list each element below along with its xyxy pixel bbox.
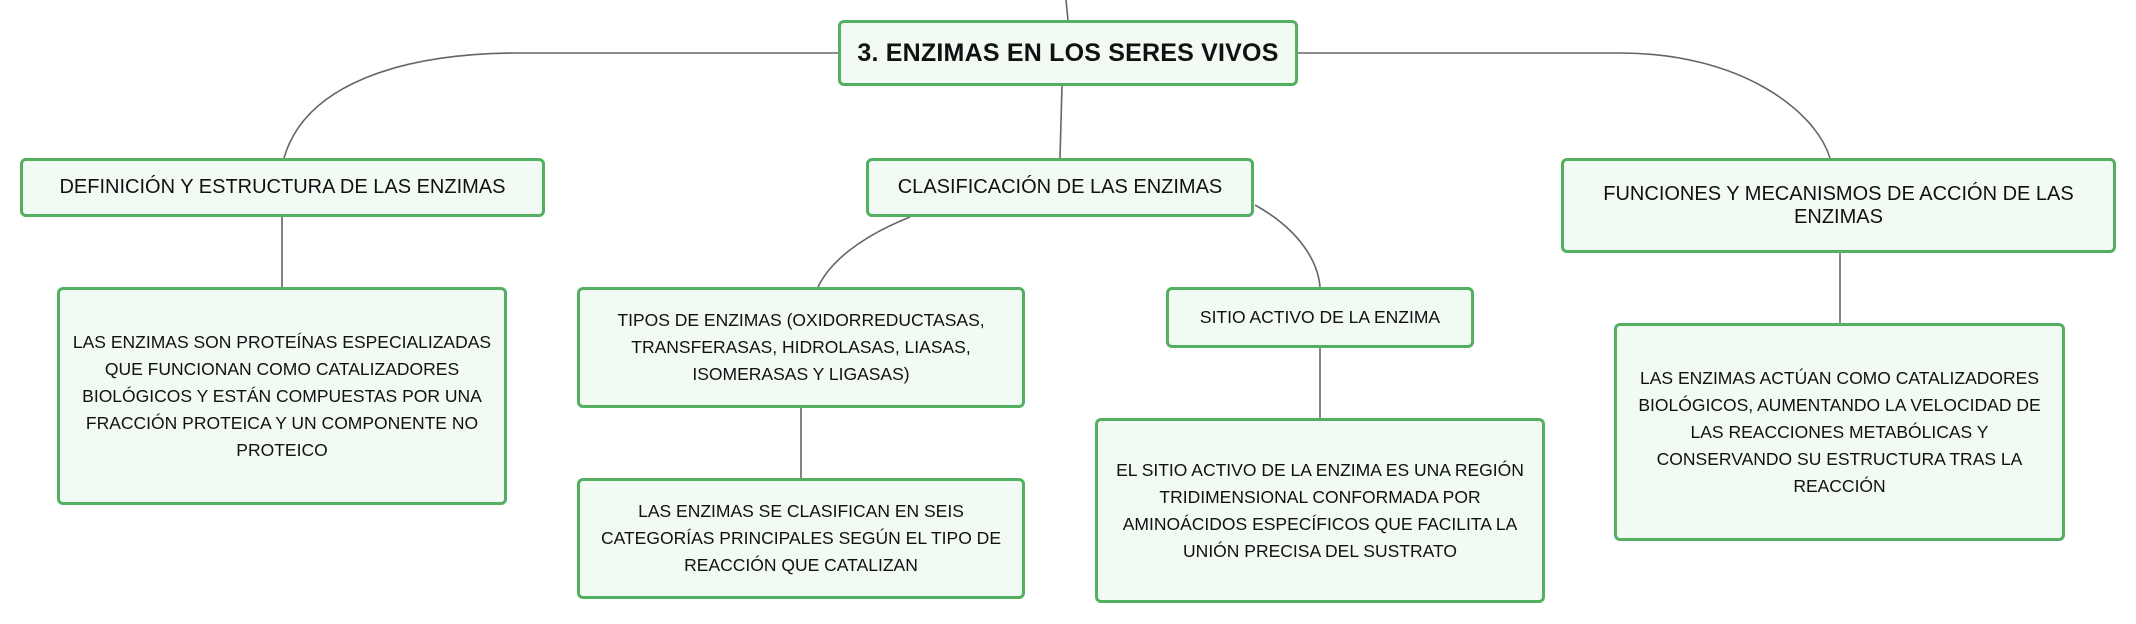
clasificacion-node[interactable]: CLASIFICACIÓN DE LAS ENZIMAS — [866, 158, 1254, 217]
definicion-node[interactable]: DEFINICIÓN Y ESTRUCTURA DE LAS ENZIMAS — [20, 158, 545, 217]
sitio-activo-label: SITIO ACTIVO DE LA ENZIMA — [1199, 307, 1441, 327]
definicion-detail-node[interactable]: LAS ENZIMAS SON PROTEÍNAS ESPECIALIZADAS… — [57, 287, 507, 505]
tipos-detail-node[interactable]: LAS ENZIMAS SE CLASIFICAN EN SEIS CATEGO… — [577, 478, 1025, 599]
funciones-detail-text: LAS ENZIMAS ACTÚAN COMO CATALIZADORES BI… — [1638, 367, 2041, 496]
definicion-label: DEFINICIÓN Y ESTRUCTURA DE LAS ENZIMAS — [59, 176, 506, 198]
connector-root-definicion — [283, 52, 838, 159]
funciones-detail-node[interactable]: LAS ENZIMAS ACTÚAN COMO CATALIZADORES BI… — [1614, 323, 2065, 541]
sitio-activo-detail-node[interactable]: EL SITIO ACTIVO DE LA ENZIMA ES UNA REGI… — [1095, 418, 1545, 603]
central-topic-label: 3. ENZIMAS EN LOS SERES VIVOS — [857, 38, 1279, 67]
central-topic-node[interactable]: 3. ENZIMAS EN LOS SERES VIVOS — [838, 20, 1298, 86]
connector-clasificacion-tipos — [817, 216, 911, 288]
sitio-activo-detail-text: EL SITIO ACTIVO DE LA ENZIMA ES UNA REGI… — [1116, 459, 1524, 561]
tipos-detail-text: LAS ENZIMAS SE CLASIFICAN EN SEIS CATEGO… — [600, 501, 1001, 575]
sitio-activo-node[interactable]: SITIO ACTIVO DE LA ENZIMA — [1166, 287, 1474, 348]
connector-clasificacion-sitio — [1254, 204, 1321, 288]
funciones-label: FUNCIONES Y MECANISMOS DE ACCIÓN DE LAS … — [1603, 182, 2074, 228]
tipos-label: TIPOS DE ENZIMAS (OXIDORREDUCTASAS, TRAN… — [617, 310, 985, 384]
clasificacion-label: CLASIFICACIÓN DE LAS ENZIMAS — [897, 176, 1223, 198]
definicion-detail-text: LAS ENZIMAS SON PROTEÍNAS ESPECIALIZADAS… — [72, 331, 492, 460]
tipos-node[interactable]: TIPOS DE ENZIMAS (OXIDORREDUCTASAS, TRAN… — [577, 287, 1025, 408]
funciones-node[interactable]: FUNCIONES Y MECANISMOS DE ACCIÓN DE LAS … — [1561, 158, 2116, 253]
connector-root-clasificacion — [1059, 85, 1063, 159]
connector-parent-root — [1065, 0, 1069, 21]
connector-root-funciones — [1298, 52, 1831, 159]
